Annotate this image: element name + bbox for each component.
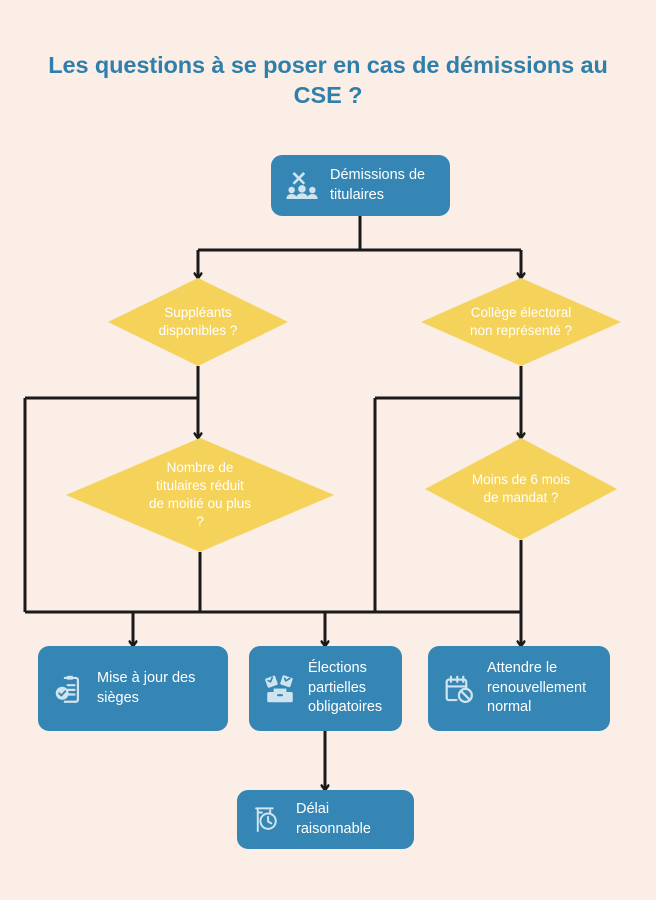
node-label: Moins de 6 mois de mandat ? — [471, 472, 571, 505]
node-suppleants-disponibles[interactable]: Suppléants disponibles ? — [108, 278, 288, 366]
ballot-box-icon — [261, 670, 299, 708]
node-demissions-de-titulaires[interactable]: Démissions de titulaires — [271, 155, 450, 216]
clipboard-check-icon — [50, 670, 88, 708]
node-attendre-le-renouvellement-normal[interactable]: Attendre le renouvellement normal — [428, 646, 610, 731]
node-moins-de-6-mois-de-mandat[interactable]: Moins de 6 mois de mandat ? — [425, 438, 617, 540]
node-label: Attendre le renouvellement normal — [487, 660, 587, 716]
node-label: Suppléants disponibles ? — [158, 305, 238, 338]
node-label: Mise à jour des sièges — [97, 670, 196, 706]
node-mise-a-jour-des-sieges[interactable]: Mise à jour des sièges — [38, 646, 228, 731]
node-label: Démissions de titulaires — [330, 167, 426, 203]
node-label: Élections partielles obligatoires — [308, 660, 383, 716]
street-clock-icon — [249, 801, 287, 839]
people-x-icon — [283, 167, 321, 205]
calendar-block-icon — [440, 670, 478, 708]
node-label: Collège électoral non représenté ? — [469, 305, 573, 338]
node-delai-raisonnable[interactable]: Délai raisonnable — [237, 790, 414, 849]
node-college-electoral-non-represente[interactable]: Collège électoral non représenté ? — [421, 278, 621, 366]
node-nombre-de-titulaires-reduit[interactable]: Nombre de titulaires réduit de moitié ou… — [66, 438, 334, 552]
node-elections-partielles-obligatoires[interactable]: Élections partielles obligatoires — [249, 646, 402, 731]
node-label: Délai raisonnable — [296, 801, 371, 837]
node-label: Nombre de titulaires réduit de moitié ou… — [148, 460, 252, 529]
page-title: Les questions à se poser en cas de démis… — [48, 52, 608, 108]
